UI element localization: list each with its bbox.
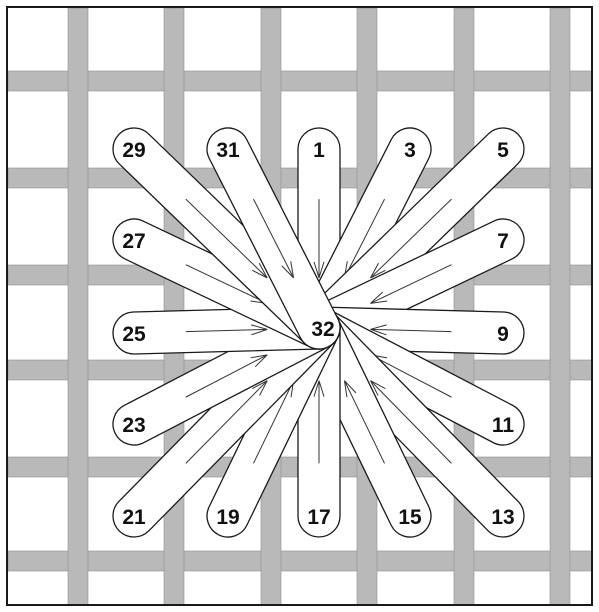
stitch-label-29: 29 xyxy=(122,139,145,162)
stitch-label-31: 31 xyxy=(216,139,240,162)
stitch-label-17: 17 xyxy=(307,506,330,529)
horizontal-thread-6 xyxy=(8,551,593,571)
stitch-label-1: 1 xyxy=(313,139,325,162)
stitch-label-23: 23 xyxy=(122,414,145,437)
stitch-label-19: 19 xyxy=(216,506,239,529)
stitch-label-7: 7 xyxy=(497,230,509,253)
center-label: 32 xyxy=(311,318,334,341)
stitch-label-27: 27 xyxy=(122,230,145,253)
stitch-label-9: 9 xyxy=(497,323,509,346)
stitch-label-5: 5 xyxy=(497,139,509,162)
vertical-thread-5 xyxy=(454,8,474,606)
vertical-thread-1 xyxy=(68,8,88,606)
horizontal-thread-1 xyxy=(8,71,593,91)
stitch-label-25: 25 xyxy=(122,323,146,346)
vertical-thread-2 xyxy=(164,8,184,606)
stitch-label-11: 11 xyxy=(492,414,515,437)
stitch-label-13: 13 xyxy=(491,506,514,529)
stitch-label-21: 21 xyxy=(122,506,146,529)
stitch-label-3: 3 xyxy=(404,139,416,162)
stitch-label-15: 15 xyxy=(398,506,422,529)
vertical-thread-6 xyxy=(550,8,570,606)
